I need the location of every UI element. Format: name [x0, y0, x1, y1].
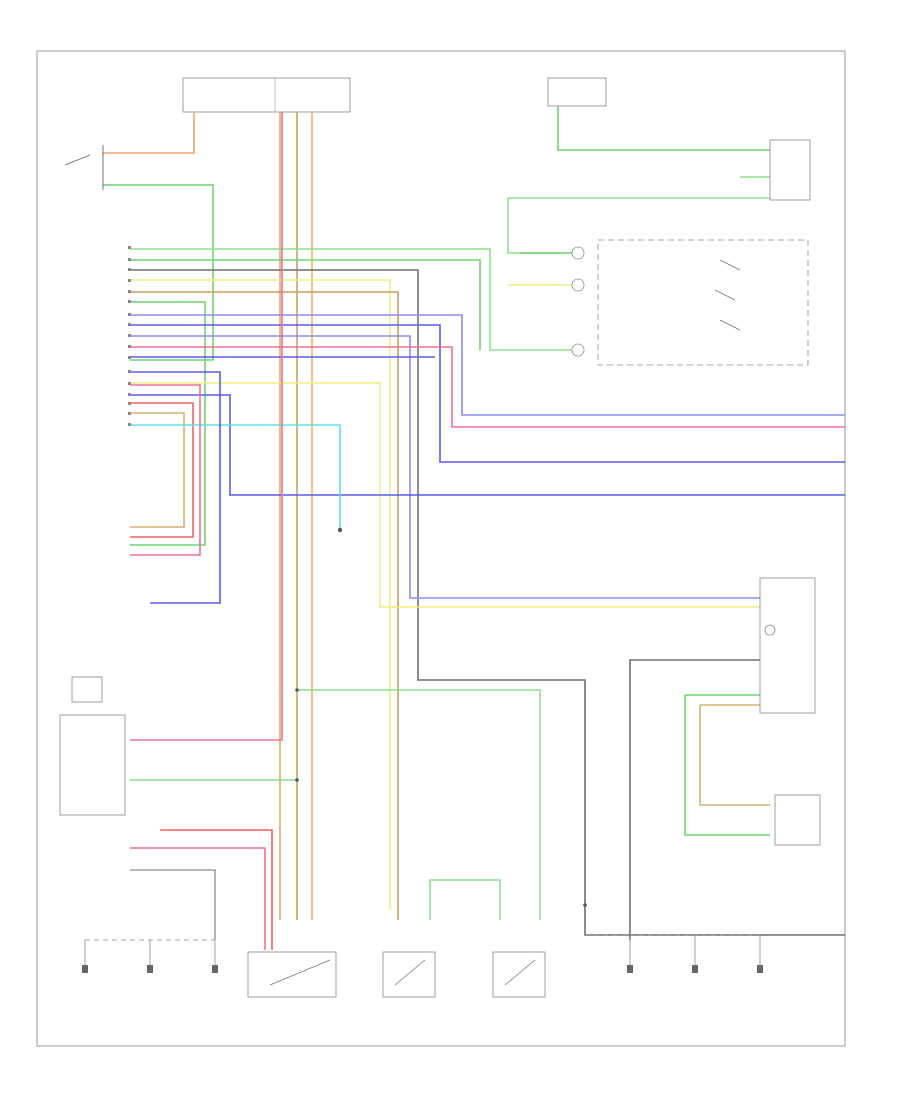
- wire-grn-clutch: [297, 689, 541, 920]
- hot-at-all-times-fuse-box: [182, 77, 351, 113]
- wire-grn-r6: [684, 695, 770, 836]
- wire-blk-1: [130, 269, 845, 936]
- wire-grn-r1: [557, 106, 770, 151]
- wire-blu-1: [130, 314, 845, 416]
- ground-symbols: [82, 935, 763, 973]
- main-switch: [59, 676, 126, 816]
- hot-in-run-fuse-box: [547, 77, 607, 107]
- diagram-frame: [36, 50, 846, 1047]
- ground-g3: [212, 940, 218, 973]
- ground-g4: [627, 935, 633, 973]
- wire-red-2: [130, 402, 194, 538]
- wire-brn-1: [130, 291, 399, 920]
- cruise-control-actuator: [247, 951, 337, 998]
- clutch-switch-top: [769, 139, 811, 201]
- wire-grn-wht-1: [130, 248, 578, 351]
- wire-tan-r6: [699, 705, 770, 806]
- wire-blu-2: [130, 324, 845, 463]
- wire-lt-blu: [130, 424, 341, 530]
- cruise-control-switch: [571, 239, 809, 366]
- wire-grn: [103, 184, 214, 361]
- wire-blk-r: [629, 659, 760, 940]
- vehicle-speed-sensor: [774, 794, 821, 846]
- ground-g1: [82, 940, 88, 973]
- splice-points: [295, 527, 587, 907]
- wire-blu-6: [130, 371, 221, 604]
- ground-g5: [692, 935, 698, 973]
- wire-blu-3: [130, 335, 760, 599]
- wire-yel-1: [130, 279, 391, 910]
- ground-g2: [147, 940, 153, 973]
- stop-light-switch: [64, 145, 104, 190]
- wire-red-main: [130, 112, 283, 741]
- gauge-assembly: [759, 577, 816, 714]
- wire-red-yel: [103, 112, 195, 154]
- wire-red-3: [160, 829, 273, 950]
- wire-pink-2: [130, 384, 201, 556]
- wires: [103, 106, 845, 950]
- wire-grn-r3: [507, 198, 560, 254]
- control-unit-pins: [128, 246, 131, 426]
- brake-switch-bottom: [382, 951, 436, 998]
- wire-gray-1: [130, 869, 216, 940]
- wire-pink-3: [130, 847, 266, 950]
- clutch-switch-bottom: [492, 951, 546, 998]
- wire-grn-3: [130, 301, 206, 546]
- wire-grn-clutch2: [429, 879, 501, 920]
- wire-pink-1: [130, 346, 845, 428]
- ground-g6: [757, 935, 763, 973]
- wire-tan-3: [130, 412, 185, 528]
- wire-blu-5: [130, 394, 845, 496]
- wire-grn-2: [130, 259, 481, 350]
